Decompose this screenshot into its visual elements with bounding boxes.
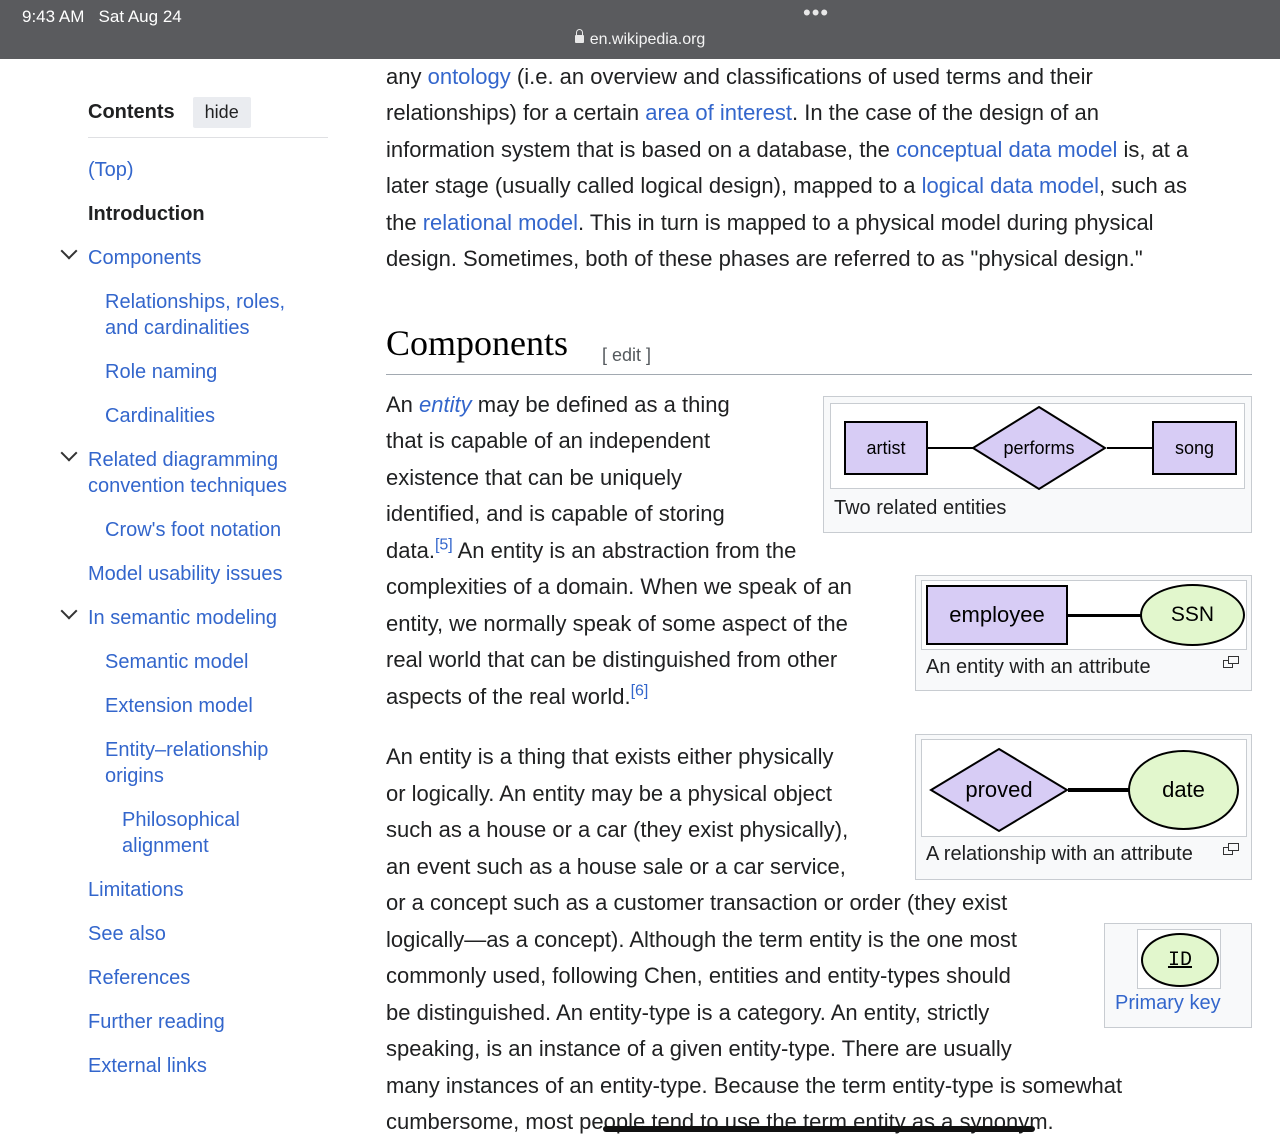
link-relational-model[interactable]: relational model [422,210,579,235]
para1-line: data.[5] An entity is an abstraction fro… [386,536,797,563]
diagram-image: artist performs song [830,403,1245,491]
para1-line: identified, and is capable of storing [386,501,725,526]
para2-line: or a concept such as a customer transact… [386,890,1008,915]
toc-hide-button[interactable]: hide [192,96,251,128]
toc-item-philosophical[interactable]: Philosophical alignment [122,809,240,857]
toc-item-crows-foot[interactable]: Crow's foot notation [105,519,282,541]
toc-header: Contents hide [60,95,328,129]
citation-link[interactable]: [5] [434,536,453,554]
intro-line: the relational model. This in turn is ma… [386,210,1154,235]
status-bar: 9:43 AM Sat Aug 24 ••• en.wikipedia.org [0,0,1280,59]
para2-line: many instances of an entity-type. Becaus… [386,1073,1123,1098]
enlarge-icon[interactable] [1223,843,1239,855]
section-heading: Components [ edit ] [386,325,1252,375]
relationship-label: proved [965,777,1033,802]
toc-item-see-also[interactable]: See also [88,923,166,945]
para2-line: speaking, is an instance of a given enti… [386,1036,1012,1061]
link-logical-data-model[interactable]: logical data model [921,173,1099,198]
toc-item-cardinalities[interactable]: Cardinalities [105,405,216,427]
figure-primary-key[interactable]: ID Primary key [1104,923,1252,1028]
edit-link[interactable]: [ edit ] [602,345,652,365]
toc-title: Contents [88,100,175,123]
entity-box: song [1152,421,1237,475]
toc-item-external-links[interactable]: External links [88,1055,207,1077]
para1-line: existence that can be uniquely [386,465,682,490]
link-area-of-interest[interactable]: area of interest [645,100,792,125]
link-conceptual-data-model[interactable]: conceptual data model [895,137,1118,162]
connector-line [1068,788,1130,792]
figure-two-related-entities[interactable]: artist performs song Two related entitie… [823,396,1252,533]
section-title: Components [386,323,569,363]
para1-line: aspects of the real world.[6] [386,682,649,709]
para2-line: be distinguished. An entity-type is a ca… [386,1000,990,1025]
toc-item-introduction[interactable]: Introduction [88,203,205,225]
toc-item-er-origins[interactable]: Entity–relationship origins [105,739,269,787]
link-ontology[interactable]: ontology [427,64,511,89]
home-indicator[interactable] [603,1126,1035,1132]
toc-item-top[interactable]: (Top) [88,159,134,181]
diagram-image: ID [1137,929,1221,989]
para1-line: complexities of a domain. When we speak … [386,574,852,599]
connector-line [1068,614,1142,617]
toc-item-limitations[interactable]: Limitations [88,879,184,901]
toc-item-semantic-modeling[interactable]: In semantic modeling [88,607,277,629]
toc-item-relationships[interactable]: Relationships, roles, and cardinalities [105,291,286,339]
intro-line: any ontology (i.e. an overview and class… [386,64,1093,89]
para2-line: cumbersome, most people tend to use the … [386,1109,1054,1134]
toc-item-further-reading[interactable]: Further reading [88,1011,225,1033]
para2-line: or logically. An entity may be a physica… [386,781,832,806]
diagram-image: proved date [921,739,1247,837]
para1-line: An entity may be defined as a thing [386,392,730,417]
para1-line: real world that can be distinguished fro… [386,647,838,672]
para2-line: logically—as a concept). Although the te… [386,927,1017,952]
toc-divider [88,137,328,138]
toc-item-extension-model[interactable]: Extension model [105,695,253,717]
attribute-ellipse: SSN [1140,584,1245,646]
figure-caption: An entity with an attribute [926,656,1151,678]
toc-item-model-usability[interactable]: Model usability issues [88,563,283,585]
attribute-ellipse: date [1128,750,1239,830]
para2-line: commonly used, following Chen, entities … [386,963,1011,988]
link-entity[interactable]: entity [419,392,472,417]
entity-box: artist [844,421,928,475]
relationship-label: performs [1003,437,1075,458]
figure-relationship-attribute[interactable]: proved date A relationship with an attri… [915,734,1252,880]
url-text: en.wikipedia.org [589,31,706,48]
attribute-ellipse: ID [1141,933,1219,987]
more-dots-icon[interactable]: ••• [803,0,830,25]
para1-line: that is capable of an independent [386,428,711,453]
para2-line: an event such as a house sale or a car s… [386,854,846,879]
citation-link[interactable]: [6] [630,682,649,700]
intro-line: relationships) for a certain area of int… [386,100,1099,125]
figure-entity-attribute[interactable]: employee SSN An entity with an attribute [915,575,1252,691]
toc-item-references[interactable]: References [88,967,191,989]
connector-line [1107,447,1152,449]
toc-item-components[interactable]: Components [88,247,202,269]
diagram-image: employee SSN [921,580,1247,650]
enlarge-icon[interactable] [1223,656,1239,668]
chevron-down-icon[interactable] [60,444,78,462]
relationship-diamond [929,747,1069,833]
para2-line: such as a house or a car (they exist phy… [386,817,849,842]
figure-caption-link[interactable]: Primary key [1115,992,1221,1014]
lock-icon [574,29,584,45]
para1-line: entity, we normally speak of some aspect… [386,611,848,636]
chevron-down-icon[interactable] [60,242,78,260]
table-of-contents: Contents hide (Top) Introduction Compone… [60,95,328,1077]
entity-box: employee [926,585,1068,645]
intro-line: later stage (usually called logical desi… [386,173,1188,198]
chevron-down-icon[interactable] [60,602,78,620]
intro-line: information system that is based on a da… [386,137,1189,162]
toc-item-semantic-model[interactable]: Semantic model [105,651,249,673]
intro-line: design. Sometimes, both of these phases … [386,246,1143,271]
connector-line [928,447,973,449]
relationship-diamond [971,405,1107,491]
toc-item-related-diagramming[interactable]: Related diagramming convention technique… [88,449,288,497]
para2-line: An entity is a thing that exists either … [386,744,834,769]
figure-caption: Two related entities [834,497,1007,519]
toc-item-role-naming[interactable]: Role naming [105,361,218,383]
figure-caption: A relationship with an attribute [926,843,1193,865]
status-time: 9:43 AM Sat Aug 24 [22,7,182,26]
address-bar[interactable]: en.wikipedia.org [0,29,1280,49]
